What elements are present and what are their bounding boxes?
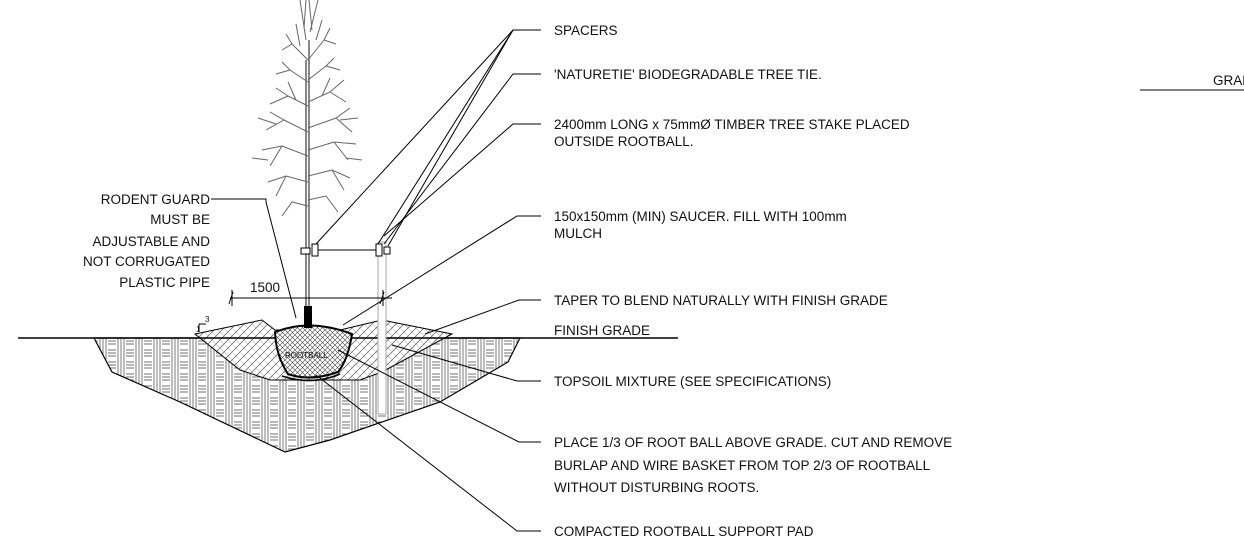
label-rodent-5: PLASTIC PIPE xyxy=(119,275,210,290)
label-support-pad: COMPACTED ROOTBALL SUPPORT PAD xyxy=(554,524,814,539)
label-stake-1: 2400mm LONG x 75mmØ TIMBER TREE STAKE PL… xyxy=(554,117,910,132)
timber-tree-stake xyxy=(377,241,387,415)
label-rodent-3: ADJUSTABLE AND xyxy=(92,234,210,249)
label-stake-2: OUTSIDE ROOTBALL. xyxy=(554,134,694,149)
spacer-stake xyxy=(375,243,383,257)
label-place-1: PLACE 1/3 OF ROOT BALL ABOVE GRADE. CUT … xyxy=(554,435,952,450)
dimension-1500 xyxy=(228,290,392,306)
slope-marker-run: 1 xyxy=(196,325,201,334)
rodent-guard xyxy=(304,306,312,328)
label-finish-grade: FINISH GRADE xyxy=(554,323,650,338)
support-pad xyxy=(281,373,341,382)
rootball-label: ROOTBALL xyxy=(285,351,328,360)
spacer-tree xyxy=(300,247,311,255)
planting-pit xyxy=(93,337,521,453)
label-tree-tie: 'NATURETIE' BIODEGRADABLE TREE TIE. xyxy=(554,67,822,82)
label-rodent-4: NOT CORRUGATED xyxy=(83,254,210,269)
label-topsoil: TOPSOIL MIXTURE (SEE SPECIFICATIONS) xyxy=(554,374,831,389)
label-spacers: SPACERS xyxy=(554,23,618,38)
rootball xyxy=(273,324,354,379)
slope-marker xyxy=(198,323,206,331)
label-place-3: WITHOUT DISTURBING ROOTS. xyxy=(554,480,759,495)
label-rodent-2: MUST BE xyxy=(150,212,210,227)
dimension-text: 1500 xyxy=(250,280,280,295)
leader-lines xyxy=(211,29,541,532)
label-saucer-2: MULCH xyxy=(554,226,602,241)
tree-tie xyxy=(300,243,391,257)
label-place-2: BURLAP AND WIRE BASKET FROM TOP 2/3 OF R… xyxy=(554,458,931,473)
tree xyxy=(251,0,363,320)
label-grade-cropped: GRAD xyxy=(1213,73,1244,88)
slope-marker-rise: 3 xyxy=(205,315,210,324)
label-saucer-1: 150x150mm (MIN) SAUCER. FILL WITH 100mm xyxy=(554,209,847,224)
label-rodent-1: RODENT GUARD xyxy=(101,192,211,207)
label-taper: TAPER TO BLEND NATURALLY WITH FINISH GRA… xyxy=(554,293,888,308)
